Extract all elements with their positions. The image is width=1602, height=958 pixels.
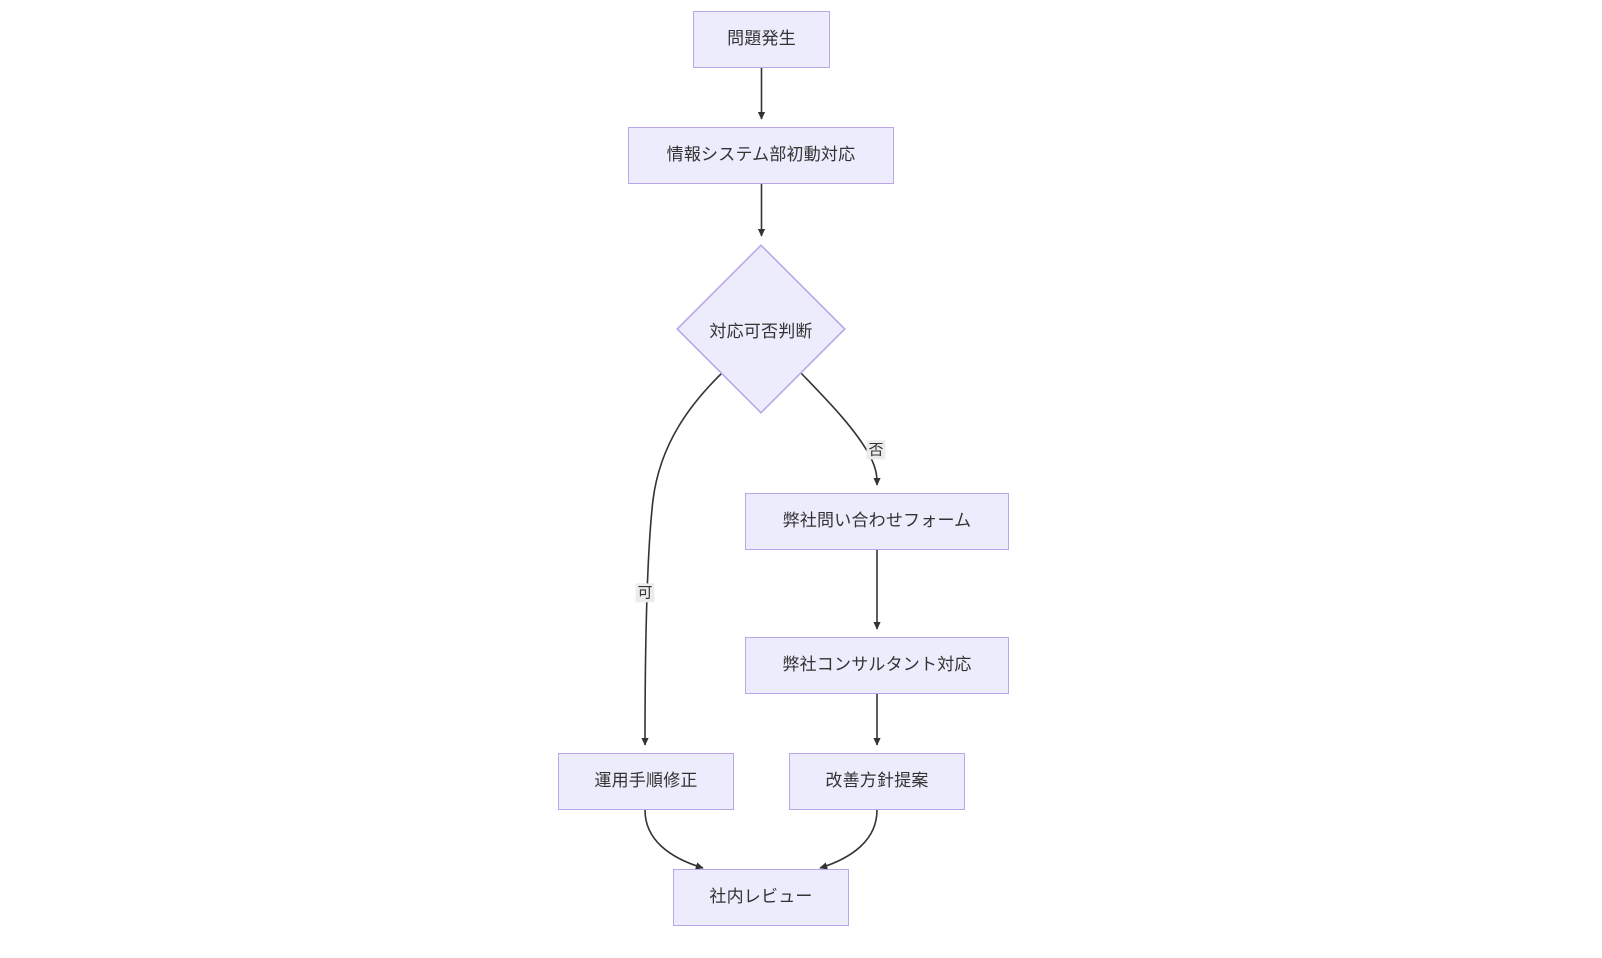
node-it-dept-initial-response[interactable]: 情報システム部初動対応 [628,127,894,184]
node-label: 弊社問い合わせフォーム [782,511,972,531]
node-label: 問題発生 [727,29,796,49]
node-improvement-proposal[interactable]: 改善方針提案 [789,753,965,810]
node-problem-occurred[interactable]: 問題発生 [693,11,830,68]
node-procedure-fix[interactable]: 運用手順修正 [558,753,734,810]
node-label: 運用手順修正 [594,771,698,791]
node-label: 弊社コンサルタント対応 [782,655,972,675]
node-internal-review[interactable]: 社内レビュー [673,869,849,926]
node-consultant-response[interactable]: 弊社コンサルタント対応 [745,637,1009,694]
node-label: 改善方針提案 [825,771,929,791]
edge-procedure-fix-to-internal-review [644,809,704,870]
edge-improvement-proposal-to-internal-review [819,809,878,870]
edge-decision-to-procedure-fix [641,371,724,746]
edge-label-no: 否 [866,440,886,460]
node-label: 社内レビュー [709,887,813,907]
node-feasibility-decision[interactable]: 対応可否判断 [676,244,846,414]
node-contact-form[interactable]: 弊社問い合わせフォーム [745,493,1009,550]
diamond-shape [676,244,846,414]
node-label: 情報システム部初動対応 [666,145,856,165]
edge-label-yes: 可 [635,583,655,603]
